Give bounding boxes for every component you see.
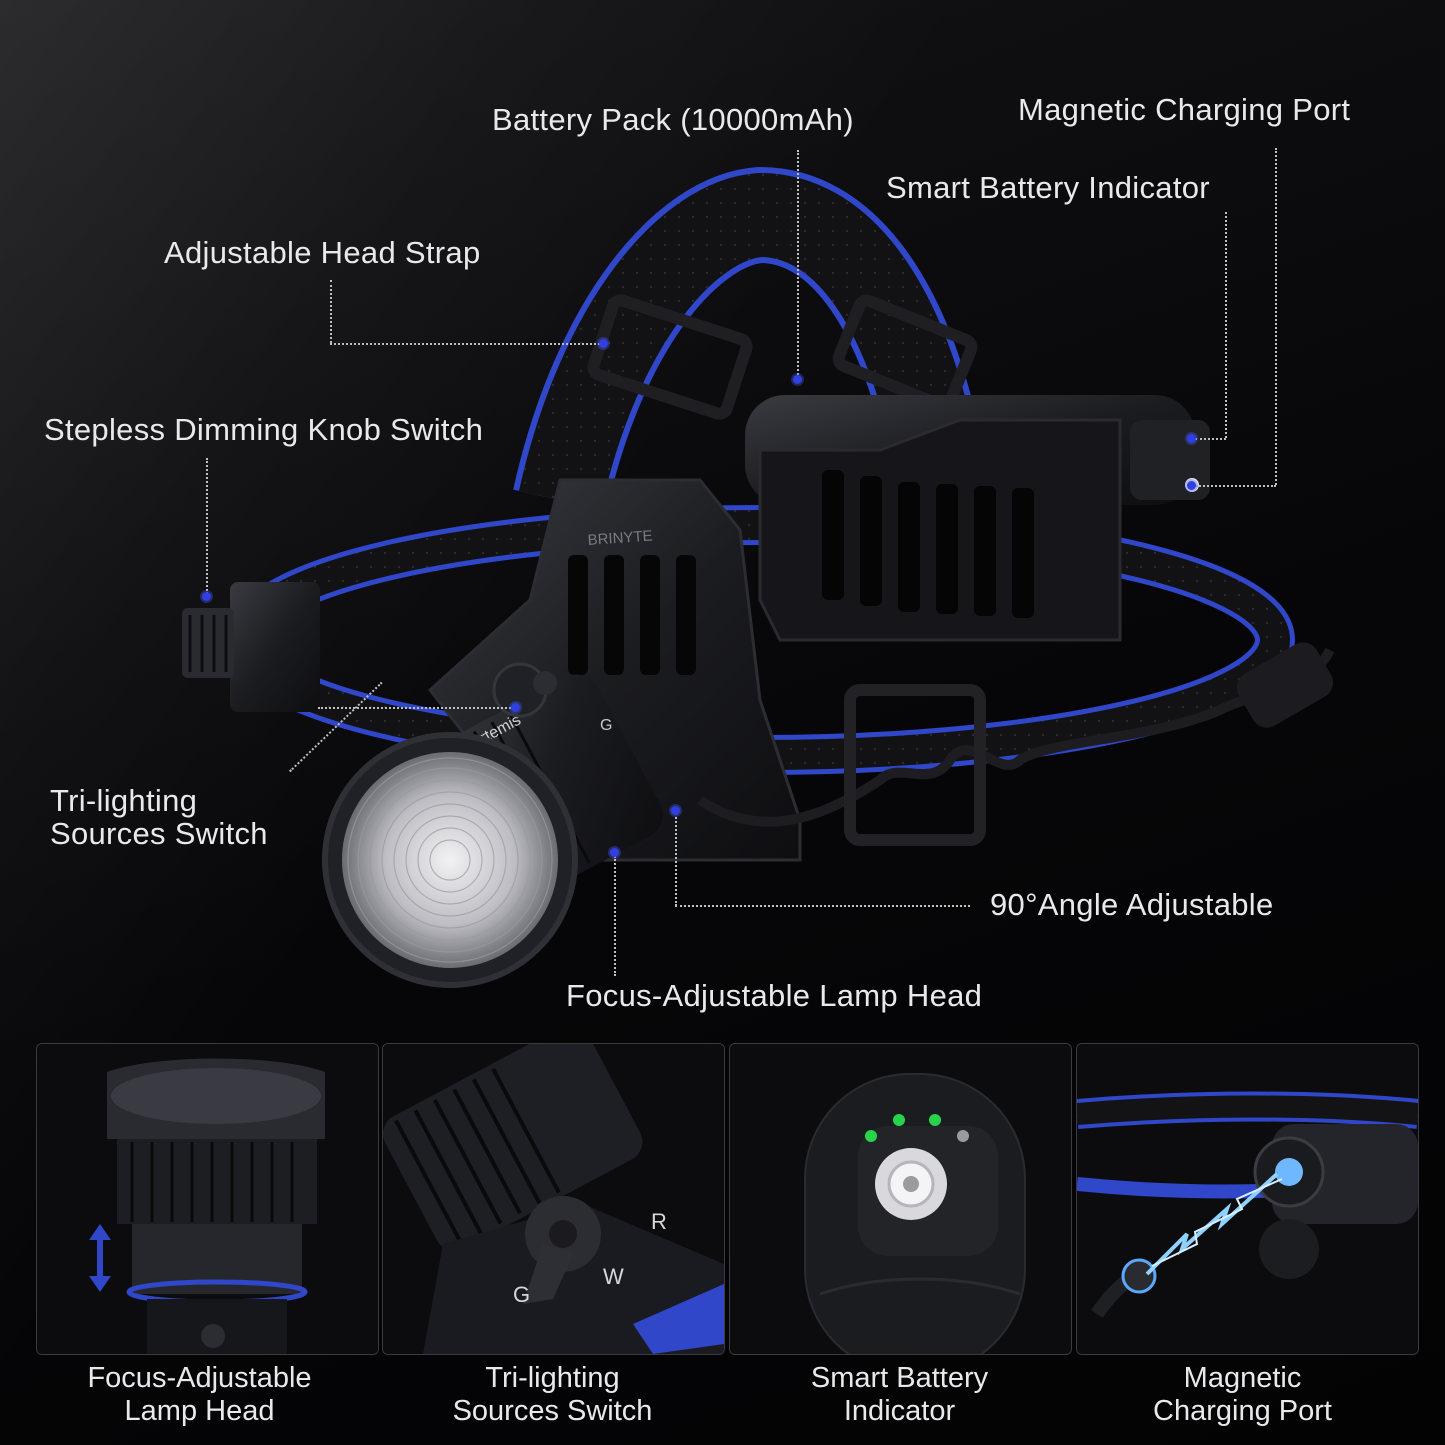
- smart-indicator-label: Smart Battery Indicator: [886, 170, 1210, 205]
- lamp-leader: [614, 856, 616, 976]
- caption-lamp-head: Focus-Adjustable Lamp Head: [29, 1362, 370, 1428]
- caption-line1: Smart Battery: [810, 1362, 989, 1394]
- caption-line1: Magnetic: [1183, 1362, 1302, 1394]
- caption-line2: Indicator: [843, 1395, 956, 1427]
- magnetic-dot: [1187, 481, 1196, 490]
- magnetic-leader-v: [1275, 148, 1277, 485]
- headlamp-illustration: BRINYTE HL28 Artemis G: [182, 166, 1335, 988]
- switch-letter: G: [600, 717, 612, 734]
- tri-leader-h: [318, 707, 515, 709]
- magnetic-port-label: Magnetic Charging Port: [1018, 92, 1351, 127]
- caption-tri-switch: Tri-lighting Sources Switch: [382, 1362, 723, 1428]
- detail-tile-lamp-head: [36, 1043, 379, 1355]
- angle-leader-h: [675, 905, 970, 907]
- indicator-leader-v: [1225, 212, 1227, 438]
- battery-leader: [797, 150, 799, 378]
- tri-lighting-label-line2: Sources Switch: [50, 816, 268, 851]
- indicator-led-2: [893, 1114, 905, 1126]
- angle-leader-v: [675, 810, 677, 906]
- caption-line1: Tri-lighting: [485, 1362, 620, 1394]
- switch-letter-r: R: [651, 1209, 667, 1234]
- detail-tile-magnetic: [1076, 1043, 1419, 1355]
- knob-dot: [202, 592, 211, 601]
- indicator-led-4: [957, 1130, 969, 1142]
- angle-label: 90°Angle Adjustable: [990, 887, 1274, 922]
- up-down-arrow-icon: [89, 1224, 111, 1292]
- battery-pack-label: Battery Pack (10000mAh): [492, 102, 854, 137]
- strap-leader-v: [330, 280, 332, 343]
- indicator-led-1: [865, 1130, 877, 1142]
- strap-dot: [599, 339, 608, 348]
- head-strap-label: Adjustable Head Strap: [164, 235, 481, 270]
- angle-dot: [671, 806, 680, 815]
- lamp-dot: [610, 848, 619, 857]
- caption-line1: Focus-Adjustable: [87, 1362, 312, 1394]
- detail-tile-indicator: [729, 1043, 1072, 1355]
- indicator-dot: [1187, 434, 1196, 443]
- detail-tile-tri-switch: G W R: [382, 1043, 725, 1355]
- switch-letter-g: G: [513, 1282, 530, 1307]
- strap-leader-h: [330, 343, 600, 345]
- dimming-knob-label: Stepless Dimming Knob Switch: [44, 412, 484, 447]
- caption-line2: Lamp Head: [124, 1395, 275, 1427]
- switch-letter-w: W: [603, 1264, 624, 1289]
- knob-leader: [206, 458, 208, 594]
- tri-lighting-label-line1: Tri-lighting: [50, 783, 198, 818]
- lamp-head-label: Focus-Adjustable Lamp Head: [566, 978, 983, 1013]
- caption-magnetic: Magnetic Charging Port: [1072, 1362, 1413, 1428]
- caption-line2: Sources Switch: [452, 1395, 653, 1427]
- indicator-leader-h: [1195, 438, 1226, 440]
- caption-line2: Charging Port: [1153, 1395, 1332, 1427]
- brand-text: BRINYTE: [587, 527, 653, 548]
- tri-dot: [511, 703, 520, 712]
- indicator-led-3: [929, 1114, 941, 1126]
- lightning-icon: [1145, 1172, 1283, 1276]
- battery-dot: [793, 375, 802, 384]
- caption-indicator: Smart Battery Indicator: [729, 1362, 1070, 1428]
- magnetic-leader-h: [1196, 485, 1276, 487]
